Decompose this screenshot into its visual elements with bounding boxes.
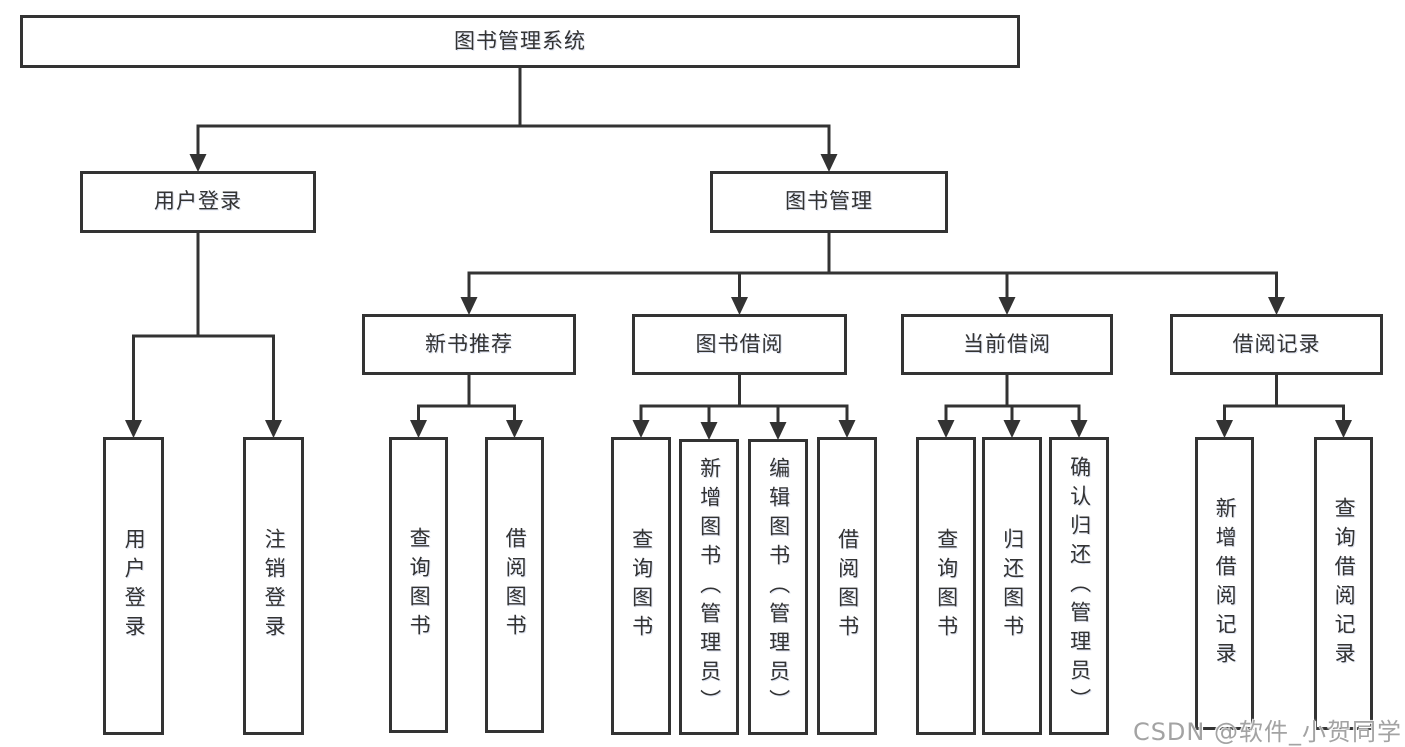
arrowhead-icon [769, 422, 787, 440]
node-leaf-add-book-admin: 新增图书（管理员） [679, 439, 739, 735]
arrowhead-icon [125, 420, 142, 438]
arrowhead-icon [998, 297, 1016, 315]
arrowhead-icon [410, 420, 427, 438]
node-leaf-borrow-book-a: 借阅图书 [485, 437, 544, 733]
node-leaf-query-borrow-record: 查询借阅记录 [1314, 437, 1373, 730]
arrowhead-icon [460, 297, 478, 315]
node-new-book-recommend: 新书推荐 [362, 314, 576, 375]
node-leaf-edit-book-admin: 编辑图书（管理员） [748, 439, 808, 735]
arrowhead-icon [937, 420, 955, 438]
watermark: CSDN @软件_小贺同学 [1132, 718, 1402, 746]
node-root: 图书管理系统 [20, 15, 1020, 68]
arrowhead-icon [1070, 420, 1088, 438]
arrowhead-icon [731, 297, 748, 315]
arrowhead-icon [838, 420, 856, 438]
node-book-management: 图书管理 [710, 171, 948, 233]
node-book-borrowing: 图书借阅 [632, 314, 847, 375]
arrowhead-icon [265, 420, 282, 438]
arrowhead-icon [1003, 420, 1021, 438]
node-borrowing-records: 借阅记录 [1170, 314, 1383, 375]
arrowhead-icon [189, 154, 207, 172]
arrowhead-icon [820, 154, 838, 172]
node-leaf-borrow-book-b: 借阅图书 [817, 437, 877, 735]
arrowhead-icon [1216, 420, 1233, 438]
node-leaf-query-book-b: 查询图书 [611, 437, 671, 735]
arrowhead-icon [1268, 297, 1285, 315]
node-leaf-confirm-return: 确认归还（管理员） [1049, 437, 1109, 735]
arrowhead-icon [506, 420, 523, 438]
node-leaf-query-book-c: 查询图书 [916, 437, 976, 735]
node-user-login: 用户登录 [80, 171, 316, 233]
node-leaf-query-book-a: 查询图书 [389, 437, 448, 733]
node-leaf-logout: 注销登录 [243, 437, 304, 735]
node-leaf-user-login: 用户登录 [103, 437, 164, 735]
node-leaf-add-borrow-record: 新增借阅记录 [1195, 437, 1254, 730]
arrowhead-icon [632, 420, 650, 438]
node-leaf-return-book: 归还图书 [982, 437, 1042, 735]
node-current-borrowing: 当前借阅 [901, 314, 1113, 375]
arrowhead-icon [1335, 420, 1352, 438]
arrowhead-icon [700, 422, 718, 440]
